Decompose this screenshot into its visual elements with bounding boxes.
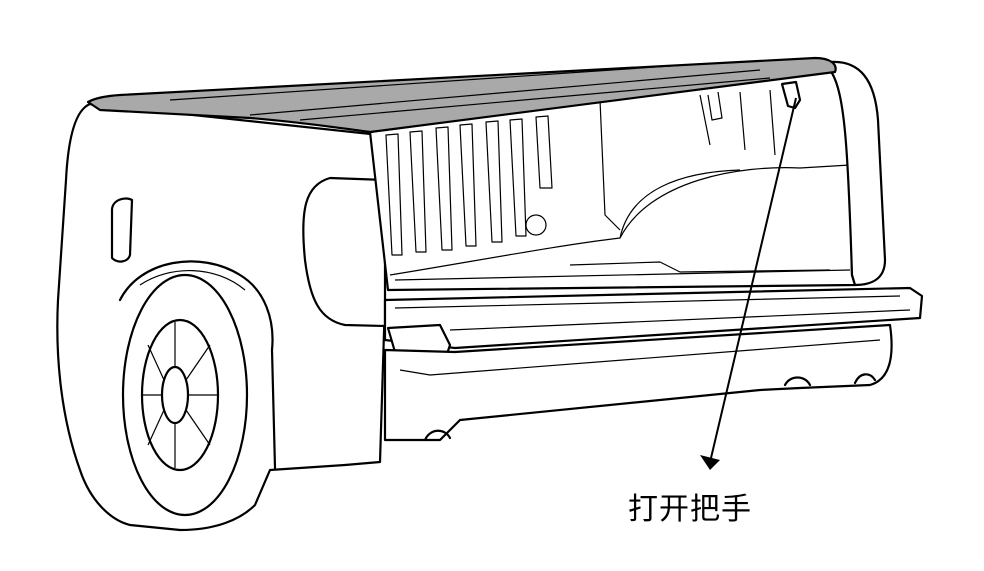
- bed-side-panel: [302, 176, 387, 328]
- wheel-arch: [118, 260, 277, 470]
- rear-bumper: [383, 323, 893, 442]
- cover-seams: [169, 63, 771, 121]
- callout-arrowhead: [700, 455, 720, 470]
- fender-line: [139, 269, 246, 291]
- tailgate-inner-line: [394, 295, 911, 331]
- bed-side-right: [828, 60, 887, 287]
- tonneau-cover: [86, 56, 837, 134]
- tailgate: [383, 286, 924, 350]
- callout-arrow-line: [710, 97, 797, 459]
- rear-wheel: [121, 273, 249, 517]
- bumper-notches: [423, 373, 877, 442]
- open-handle-label: 打开把手: [628, 492, 752, 527]
- tail-light: [110, 197, 134, 263]
- bumper-line: [399, 339, 881, 376]
